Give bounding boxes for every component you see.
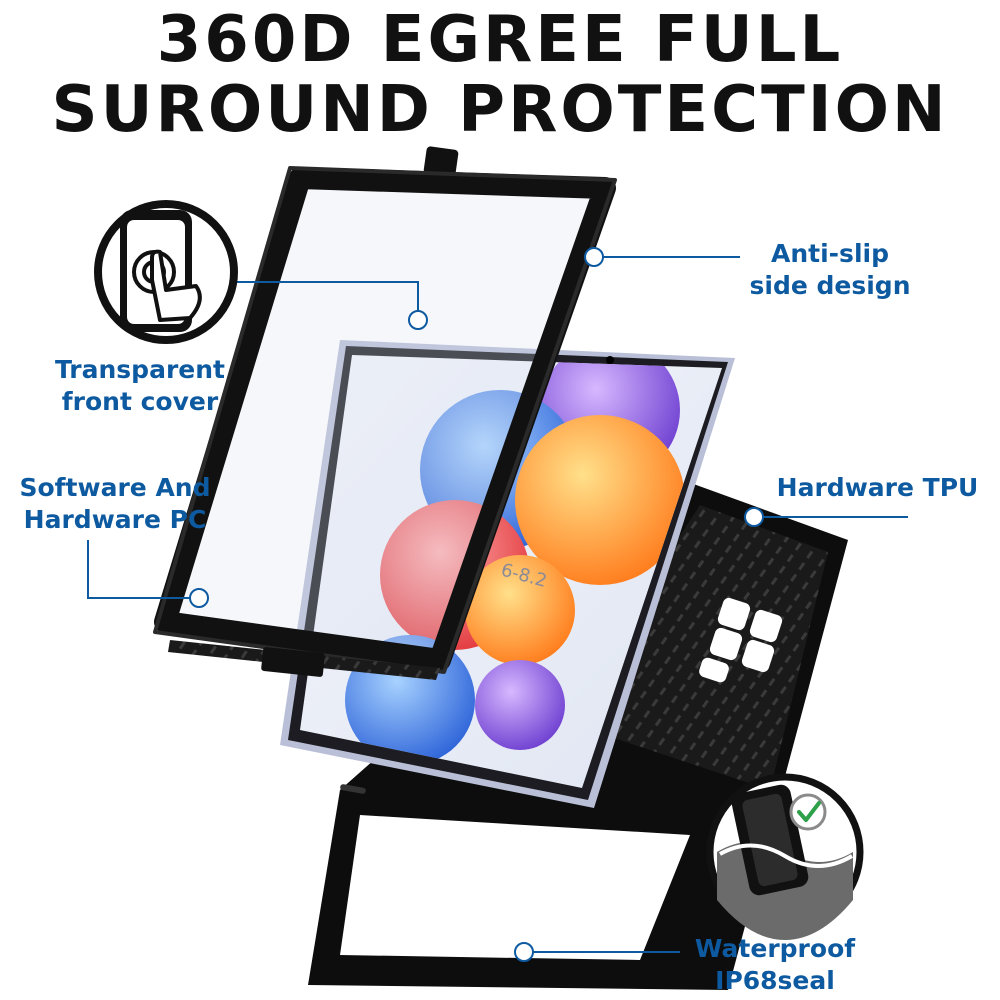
callout-waterproof-line-2: IP68seal [715, 966, 835, 995]
callout-anti-slip-line-1: Anti-slip [771, 239, 889, 268]
callout-tpu-line-1: Hardware TPU [776, 473, 979, 502]
callout-transparent-line-2: front cover [61, 387, 219, 416]
callout-software-hardware-pc: Software And Hardware PC [10, 472, 220, 536]
headline-line-2: SUROUND PROTECTION [51, 73, 949, 147]
callout-transparent-front-cover: Transparent front cover [40, 354, 240, 418]
callout-waterproof: Waterproof IP68seal [685, 933, 865, 997]
phone-device: 6-8.2 [280, 340, 735, 808]
headline-line-1: 360D EGREE FULL [156, 3, 844, 77]
callout-hardware-tpu: Hardware TPU [770, 472, 985, 504]
callout-anti-slip-line-2: side design [749, 271, 911, 300]
callout-lines [87, 247, 908, 962]
checkmark-icon [789, 793, 827, 831]
front-cover-frame [153, 146, 617, 680]
callout-waterproof-line-1: Waterproof [694, 934, 856, 963]
waterproof-phone-icon [706, 773, 864, 940]
callout-transparent-line-1: Transparent [55, 355, 225, 384]
touch-screen-icon [94, 200, 238, 344]
callout-pc-line-2: Hardware PC [23, 505, 207, 534]
callout-pc-line-1: Software And [19, 473, 211, 502]
callout-anti-slip-side: Anti-slip side design [735, 238, 925, 302]
